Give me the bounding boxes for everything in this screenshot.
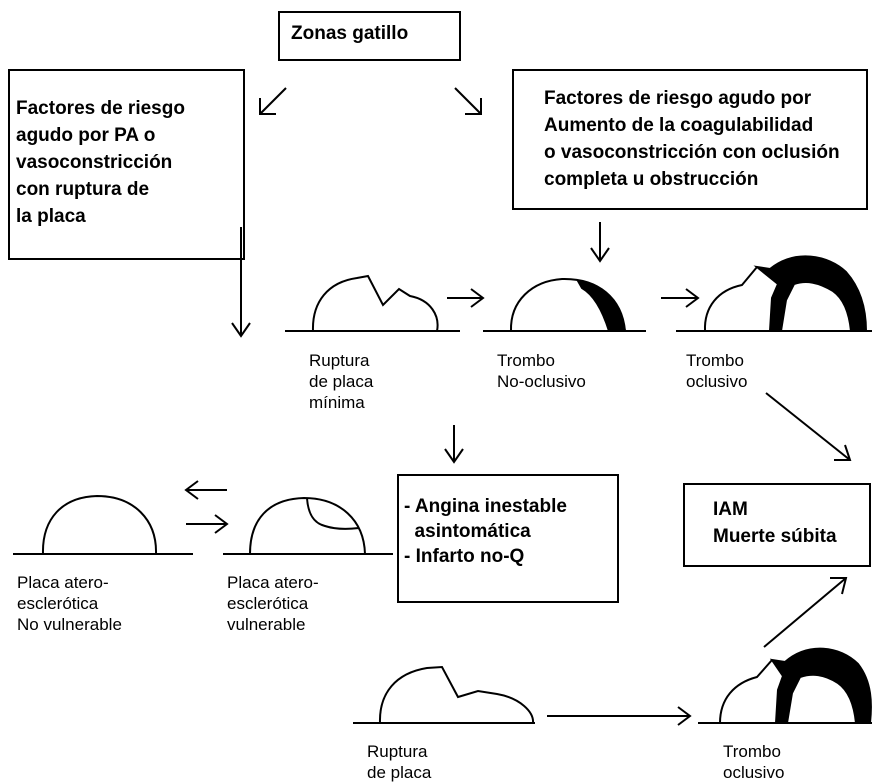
iam-box	[683, 483, 871, 567]
arrow-occlusive-to-iam	[765, 392, 852, 461]
plaque-thrombus-nonocclusive	[509, 277, 626, 332]
plaque-vulnerable-core	[306, 497, 360, 530]
plaque-rupture-min	[311, 274, 439, 332]
arrow-trigger-left	[259, 87, 287, 115]
arrow-occlusive-bottom-to-iam	[763, 577, 848, 648]
label-thrombus-nonocclusive: Trombo No-oclusivo	[497, 351, 586, 391]
arrow-down-coagulability	[590, 222, 610, 263]
arrow-rupture-to-nonocclusive	[447, 288, 485, 308]
arrow-down-to-angina	[444, 425, 464, 464]
thrombus-nonocclusive-fill	[576, 279, 627, 332]
label-rupture-bottom: Ruptura de placa	[367, 742, 432, 782]
arrow-trigger-right	[454, 87, 482, 115]
arrow-rupture-to-occlusive-bottom	[547, 706, 692, 726]
label-plaque-nonvulnerable: Placa atero- esclerótica No vulnerable	[17, 573, 122, 634]
thrombus-occlusive-top-fill	[753, 255, 868, 332]
iam-text: IAM Muerte súbita	[713, 499, 837, 547]
plaque-rupture-bottom	[378, 665, 535, 724]
plaque-thrombus-occlusive-top	[703, 266, 758, 332]
thrombus-occlusive-bottom-fill	[769, 647, 872, 724]
label-thrombus-occlusive-bottom: Trombo oclusivo	[723, 742, 785, 782]
plaque-thrombus-occlusive-bottom	[719, 659, 773, 724]
risk-factors-coagulability-box	[512, 69, 868, 210]
label-plaque-vulnerable: Placa atero- esclerótica vulnerable	[227, 573, 319, 634]
angina-infarct-box	[397, 474, 619, 603]
plaque-nonvulnerable	[41, 494, 158, 555]
risk-factors-pa-box	[8, 69, 245, 260]
trigger-zones-box	[278, 11, 461, 61]
angina-infarct-text: - Angina inestable asintomática - Infart…	[404, 496, 567, 567]
risk-factors-coagulability-text: Factores de riesgo agudo por Aumento de …	[544, 88, 840, 190]
arrow-nonvulnerable-to-vulnerable	[186, 514, 229, 534]
label-thrombus-occlusive-top: Trombo oclusivo	[686, 351, 748, 391]
label-rupture-minimal: Ruptura de placa mínima	[309, 351, 374, 412]
trigger-zones-text: Zonas gatillo	[291, 23, 409, 44]
risk-factors-pa-text: Factores de riesgo agudo por PA o vasoco…	[16, 98, 185, 227]
arrow-vulnerable-to-nonvulnerable	[184, 480, 227, 500]
arrow-down-left	[231, 227, 251, 338]
arrow-nonocclusive-to-occlusive	[661, 288, 700, 308]
